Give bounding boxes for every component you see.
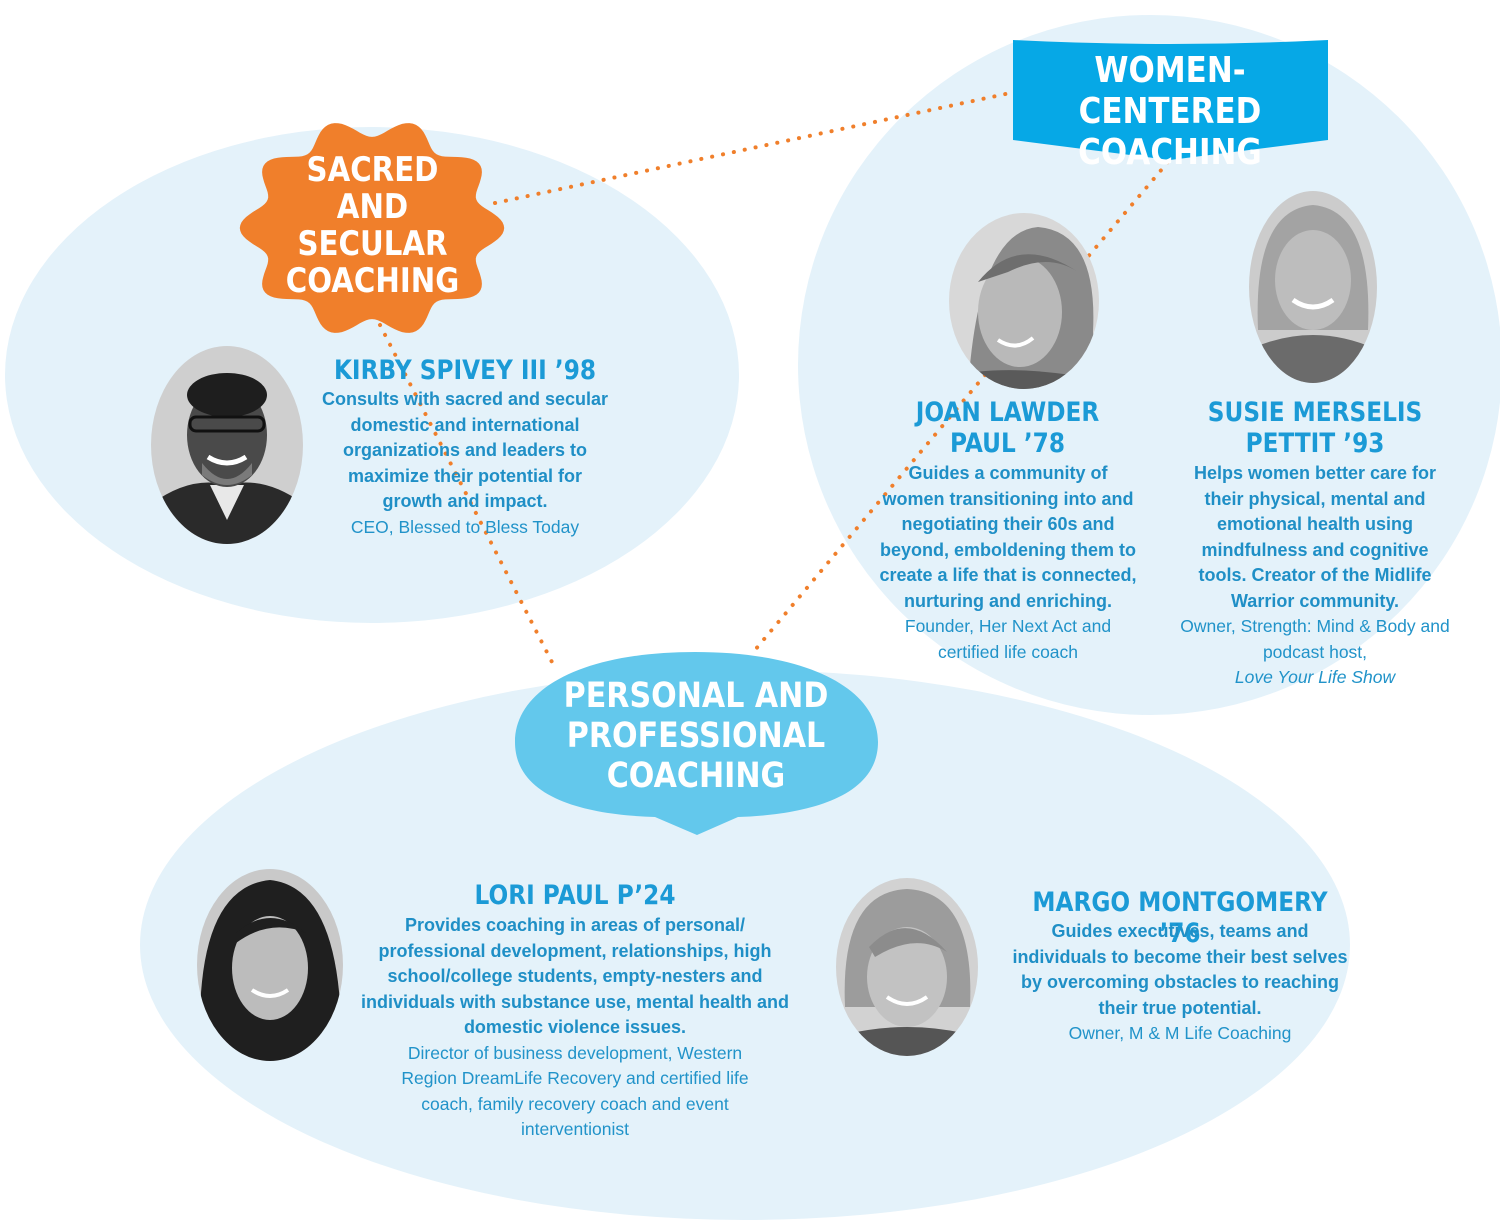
kirby-role: CEO, Blessed to Bless Today (350, 516, 580, 537)
susie-bio: Helps women better care for their physic… (1175, 461, 1455, 691)
lori-role: Director of business development, Wester… (401, 1042, 749, 1140)
lori-photo (197, 869, 343, 1061)
susie-description: Helps women better care for their physic… (1193, 463, 1437, 611)
susie-role: Owner, Strength: Mind & Body and podcast… (1180, 616, 1450, 662)
kirby-photo (151, 346, 303, 544)
connector-women-joan (1068, 160, 1170, 280)
margo-description: Guides executives, teams and individuals… (1012, 921, 1348, 1018)
connector-sacred-women (493, 90, 1017, 205)
kirby-description: Consults with sacred and secular domesti… (321, 389, 609, 511)
personal-badge-shape (515, 652, 878, 835)
joan-photo (949, 213, 1099, 389)
women-badge-shape (1013, 40, 1328, 160)
kirby-name: KIRBY SPIVEY III ’98 (333, 355, 597, 386)
susie-show-title: Love Your Life Show (1234, 667, 1396, 687)
personal-category-label: PERSONAL AND PROFESSIONAL COACHING (563, 676, 829, 796)
margo-name: MARGO MONTGOMERY ’76 (1032, 887, 1328, 949)
lori-description: Provides coaching in areas of personal/ … (360, 915, 790, 1037)
susie-name: SUSIE MERSELIS PETTIT ’93 (1207, 397, 1423, 459)
kirby-bio: Consults with sacred and secular domesti… (318, 387, 612, 540)
margo-role: Owner, M & M Life Coaching (1068, 1023, 1292, 1043)
personal-bubble (140, 670, 1350, 1220)
margo-bio: Guides executives, teams and individuals… (1010, 919, 1350, 1047)
connector-sacred-personal (378, 323, 557, 670)
susie-photo (1249, 191, 1377, 383)
joan-role: Founder, Her Next Act and certified life… (904, 616, 1112, 662)
women-category-label: WOMEN-CENTERED COACHING (1078, 50, 1262, 173)
women-bubble (798, 15, 1500, 715)
connector-joan-personal (753, 373, 987, 652)
lori-bio: Provides coaching in areas of personal/ … (360, 913, 790, 1143)
sacred-category-label: SACRED AND SECULAR COACHING (285, 150, 460, 301)
margo-photo (836, 878, 978, 1056)
joan-description: Guides a community of women transitionin… (879, 463, 1137, 611)
joan-name: JOAN LAWDER PAUL ’78 (915, 397, 1100, 459)
joan-bio: Guides a community of women transitionin… (876, 461, 1140, 665)
sacred-badge-shape (239, 123, 505, 333)
lori-name: LORI PAUL P’24 (474, 880, 676, 911)
